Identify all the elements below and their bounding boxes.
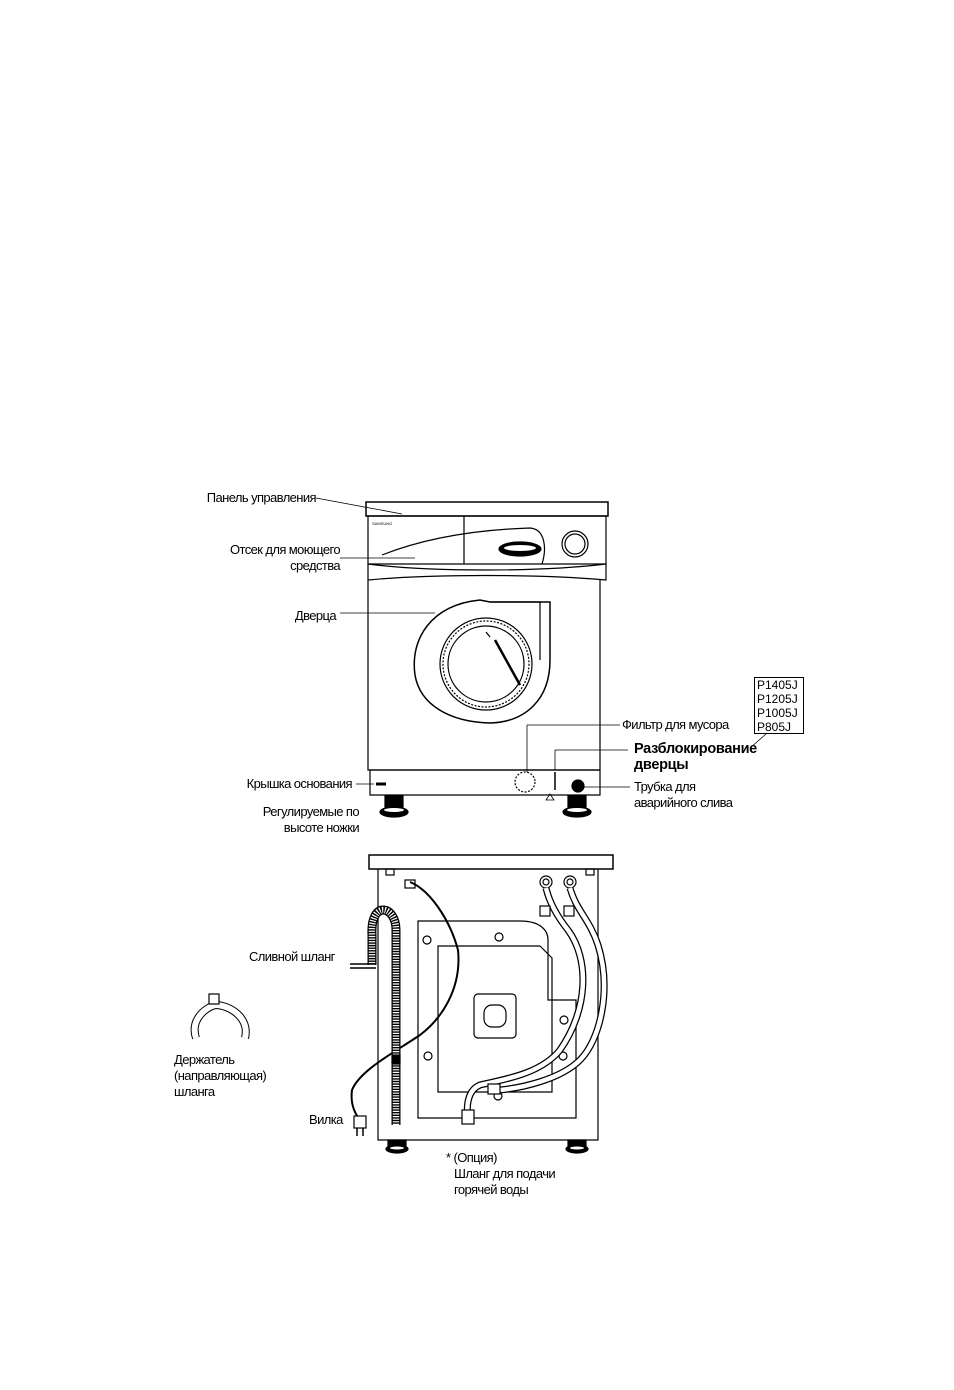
program-knob xyxy=(562,531,588,557)
hose-holder-icon xyxy=(195,994,246,1038)
label-detergent-drawer: Отсек для моющего средства xyxy=(230,542,340,574)
label-emergency-line1: Трубка для xyxy=(634,779,732,795)
label-control-panel: Панель управления xyxy=(207,490,316,506)
label-holder-line2: (направляющая) xyxy=(174,1068,266,1084)
adjustable-feet xyxy=(380,796,591,817)
power-cord xyxy=(352,882,459,1120)
label-holder-line3: шланга xyxy=(174,1084,266,1100)
label-emergency-drain: Трубка для аварийного слива xyxy=(634,779,732,811)
label-door-unlock: Разблокирование дверцы xyxy=(634,741,757,773)
inlet-hoses xyxy=(462,888,604,1124)
model-item: P1005J xyxy=(757,706,803,720)
label-holder-line1: Держатель xyxy=(174,1052,266,1068)
brand-logo: SAMSUNG xyxy=(372,521,392,526)
label-plug: Вилка xyxy=(309,1112,343,1128)
label-option-line3: горячей воды xyxy=(446,1182,555,1198)
label-hose-holder: Держатель (направляющая) шланга xyxy=(174,1052,266,1100)
label-door-unlock-line1: Разблокирование xyxy=(634,741,757,757)
drain-hose xyxy=(350,910,400,1125)
label-door: Дверца xyxy=(295,608,336,624)
label-adjustable-feet: Регулируемые по высоте ножки xyxy=(263,804,359,836)
label-debris-filter: Фильтр для мусора xyxy=(622,717,729,733)
model-item: P1205J xyxy=(757,692,803,706)
label-feet-line2: высоте ножки xyxy=(263,820,359,836)
model-item: P805J xyxy=(757,720,803,734)
label-base-cover: Крышка основания xyxy=(247,776,352,792)
label-option-line2: Шланг для подачи xyxy=(446,1166,555,1182)
model-item: P1405J xyxy=(757,678,803,692)
model-list-box: P1405J P1205J P1005J P805J xyxy=(754,677,804,734)
back-view-machine xyxy=(350,855,613,1153)
label-emergency-line2: аварийного слива xyxy=(634,795,732,811)
label-detergent-line1: Отсек для моющего xyxy=(230,542,340,558)
label-door-unlock-line2: дверцы xyxy=(634,757,757,773)
label-option-line1: * (Опция) xyxy=(446,1150,555,1166)
label-drain-hose: Сливной шланг xyxy=(249,949,335,965)
filter-cap xyxy=(515,772,535,792)
door xyxy=(414,600,550,723)
label-hot-water-option: * (Опция) Шланг для подачи горячей воды xyxy=(446,1150,555,1198)
label-feet-line1: Регулируемые по xyxy=(263,804,359,820)
label-detergent-line2: средства xyxy=(230,558,340,574)
